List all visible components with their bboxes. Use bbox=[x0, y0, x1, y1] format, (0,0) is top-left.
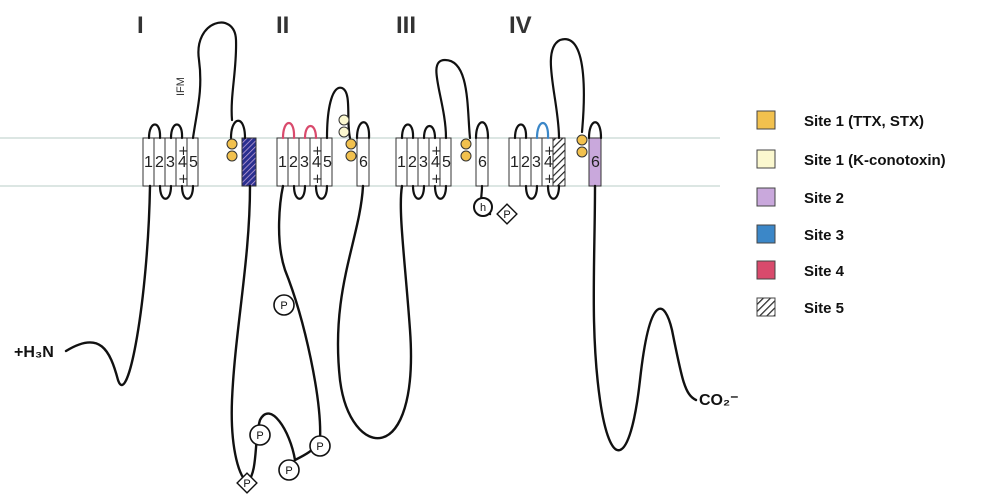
polypeptide-chain bbox=[66, 186, 696, 482]
legend-label: Site 4 bbox=[804, 263, 845, 280]
legend-swatch bbox=[757, 111, 775, 129]
h-gate: h bbox=[474, 198, 492, 216]
segment-number: 2 bbox=[155, 154, 164, 171]
legend-swatch bbox=[757, 261, 775, 279]
phospho-letter: P bbox=[316, 441, 323, 453]
segment-number: 6 bbox=[359, 154, 368, 171]
phospho-letter: P bbox=[256, 430, 263, 442]
charge-symbol: + bbox=[544, 144, 555, 159]
domain-label-iii: III bbox=[396, 12, 416, 39]
segment-number: 5 bbox=[442, 154, 451, 171]
segment-number: 1 bbox=[144, 154, 153, 171]
legend-label: Site 1 (TTX, STX) bbox=[804, 113, 924, 130]
phospho-letter: P bbox=[503, 209, 510, 221]
n-terminus-label: +H₃N bbox=[14, 344, 54, 361]
segment-number: 1 bbox=[397, 154, 406, 171]
segment-number: 6 bbox=[478, 154, 487, 171]
domain-iv: 1 2 3 4 6 + + bbox=[509, 39, 601, 199]
charge-symbol: + bbox=[431, 172, 442, 187]
legend-swatch bbox=[757, 225, 775, 243]
charge-symbol: + bbox=[178, 172, 189, 187]
segment-number: 1 bbox=[510, 154, 519, 171]
segment-number: 3 bbox=[166, 154, 175, 171]
legend-item-site3: Site 3 bbox=[757, 225, 844, 244]
segment-number: 6 bbox=[591, 154, 600, 171]
domain-i: 1 2 3 4 5 + + IFM bbox=[143, 23, 256, 199]
inactivation-motif-label: IFM bbox=[175, 77, 187, 96]
domain-iii: 1 2 3 4 5 6 + + bbox=[396, 60, 488, 205]
charge-symbol: + bbox=[312, 172, 323, 187]
domain-label-i: I bbox=[137, 12, 144, 39]
phospho-letter: P bbox=[243, 478, 250, 490]
legend-label: Site 3 bbox=[804, 227, 844, 244]
segment-number: 2 bbox=[408, 154, 417, 171]
phospho-letter: P bbox=[285, 465, 292, 477]
domain-label-ii: II bbox=[276, 12, 289, 39]
phospho-site: P bbox=[274, 295, 294, 315]
legend-item-site1-ttx: Site 1 (TTX, STX) bbox=[757, 111, 924, 130]
domain-ii: 1 2 3 4 5 6 + + bbox=[277, 88, 369, 199]
pore-segment-i bbox=[242, 138, 256, 186]
legend-item-site5: Site 5 bbox=[757, 298, 844, 317]
segment-number: 3 bbox=[300, 154, 309, 171]
charge-symbol: + bbox=[178, 144, 189, 159]
legend-label: Site 5 bbox=[804, 300, 844, 317]
c-terminus-label: CO₂⁻ bbox=[699, 392, 739, 409]
phospho-site: P bbox=[279, 460, 299, 480]
legend-label: Site 2 bbox=[804, 190, 844, 207]
charge-symbol: + bbox=[431, 144, 442, 159]
legend-item-site4: Site 4 bbox=[757, 261, 845, 280]
phospho-site-diamond: P bbox=[497, 204, 517, 224]
legend-item-site2: Site 2 bbox=[757, 188, 844, 207]
legend-item-site1-conotoxin: Site 1 (K-conotoxin) bbox=[757, 150, 946, 169]
phospho-site: P bbox=[250, 425, 270, 445]
segment-number: 3 bbox=[419, 154, 428, 171]
charge-symbol: + bbox=[544, 172, 555, 187]
legend-swatch bbox=[757, 188, 775, 206]
phospho-letter: P bbox=[280, 300, 287, 312]
phospho-site: P bbox=[310, 436, 330, 456]
legend-swatch bbox=[757, 298, 775, 316]
segment-number: 5 bbox=[189, 154, 198, 171]
domain-label-iv: IV bbox=[509, 12, 532, 39]
charge-symbol: + bbox=[312, 144, 323, 159]
segment-number: 1 bbox=[278, 154, 287, 171]
phospho-site-diamond: P bbox=[237, 473, 257, 493]
segment-number: 2 bbox=[521, 154, 530, 171]
legend-swatch bbox=[757, 150, 775, 168]
segment-number: 5 bbox=[323, 154, 332, 171]
legend: Site 1 (TTX, STX) Site 1 (K-conotoxin) S… bbox=[757, 111, 946, 317]
legend-label: Site 1 (K-conotoxin) bbox=[804, 152, 946, 169]
h-gate-letter: h bbox=[480, 202, 486, 214]
segment-number: 3 bbox=[532, 154, 541, 171]
segment-number: 2 bbox=[289, 154, 298, 171]
